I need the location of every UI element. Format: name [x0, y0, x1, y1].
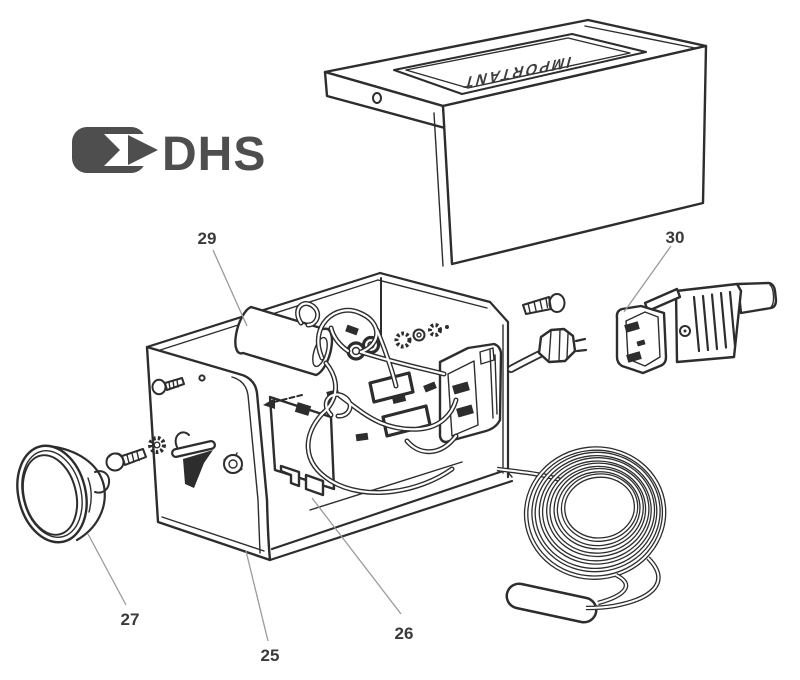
logo-arrowhead-icon	[128, 135, 158, 165]
sensor-bulb	[505, 582, 598, 624]
switch-tab-2	[304, 473, 325, 497]
knob	[16, 444, 111, 544]
cable-clamp	[507, 327, 588, 373]
plug-cable	[736, 281, 778, 315]
plug-screw	[679, 325, 691, 337]
panel-hole	[198, 374, 206, 382]
mounting-screw	[522, 293, 566, 315]
box-right-wall-edge	[488, 300, 510, 479]
panel-screw	[151, 377, 185, 396]
knob-pointer-tab	[94, 470, 111, 494]
switch-tab	[279, 464, 301, 488]
part-label-27: 27	[121, 610, 140, 629]
panel-washer	[223, 452, 243, 474]
cover-front-face	[441, 44, 708, 266]
plug-connector	[615, 281, 778, 375]
star-washer	[148, 436, 166, 454]
pointer-mark	[183, 450, 213, 488]
part-label-30: 30	[666, 228, 685, 247]
cover-label-outline	[393, 33, 647, 95]
leader-29	[212, 249, 248, 327]
part-label-29: 29	[198, 229, 217, 248]
cover-panel: IMPORTANT	[323, 18, 708, 267]
leader-26	[311, 497, 402, 615]
leader-27	[87, 533, 127, 606]
part-label-26: 26	[395, 624, 414, 643]
spring-clip	[174, 431, 190, 448]
leader-lines	[87, 245, 672, 642]
knob-screw	[105, 448, 147, 472]
part-label-25: 25	[261, 646, 280, 665]
capillary-coil	[496, 442, 670, 624]
inlet-socket	[438, 342, 503, 444]
part-labels: 25 26 27 29 30	[121, 228, 685, 665]
cover-screw-hole	[372, 92, 382, 104]
control-box	[145, 271, 514, 562]
plug-grip-ribs	[692, 290, 737, 353]
spindle-slot	[171, 440, 216, 488]
assembly-arrow-icon	[263, 394, 303, 409]
dhs-logo: DHS	[72, 127, 266, 181]
logo-text: DHS	[162, 128, 266, 181]
leader-30	[623, 245, 672, 313]
leader-25	[245, 550, 269, 642]
